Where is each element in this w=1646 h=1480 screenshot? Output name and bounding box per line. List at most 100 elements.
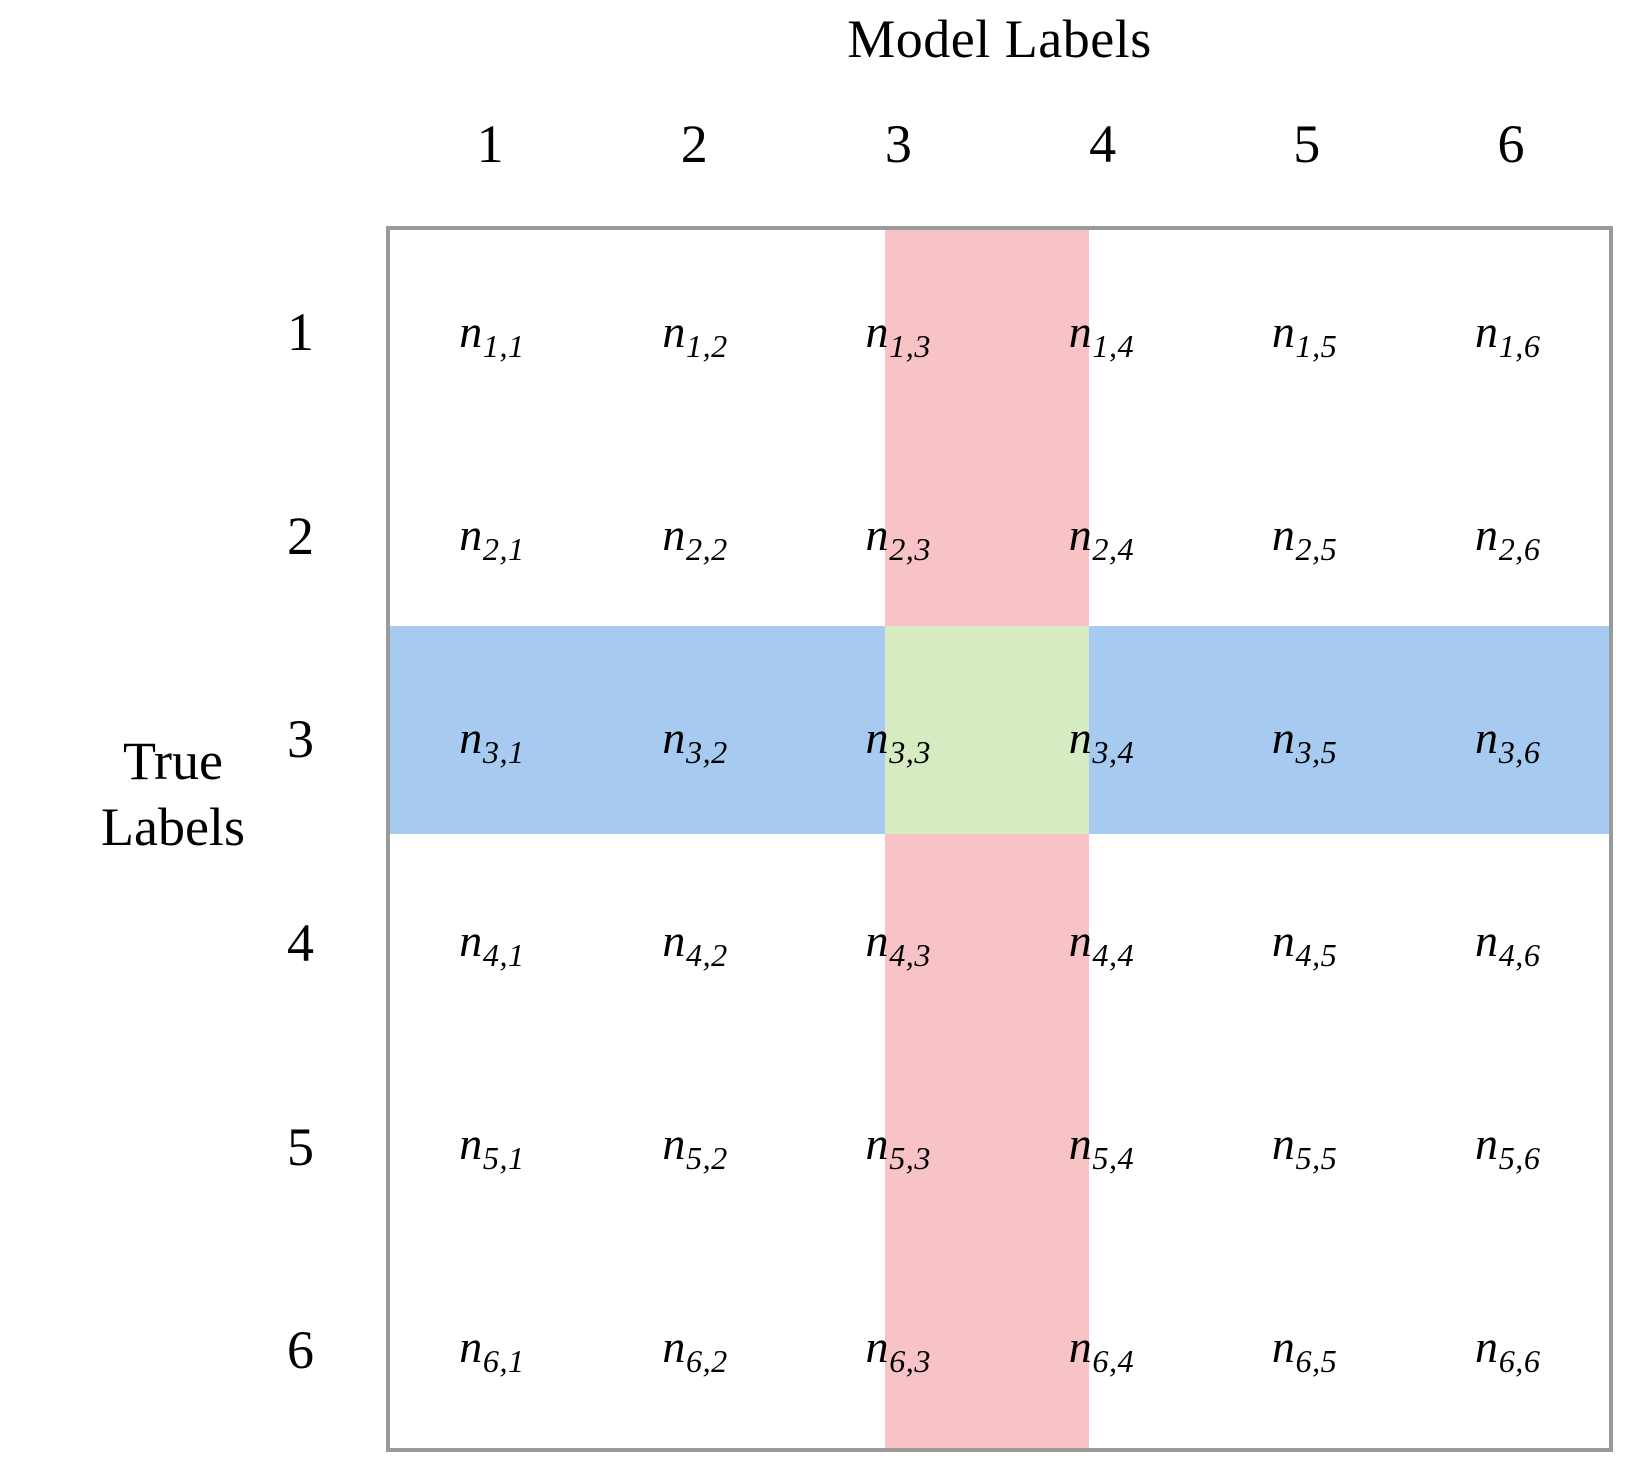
cell-symbol-subscript: 5,2 bbox=[686, 1140, 728, 1177]
matrix-cell-1-6: n1,6 bbox=[1406, 230, 1609, 433]
row-header-2: 2 bbox=[287, 505, 314, 566]
cell-symbol-subscript: 5,6 bbox=[1498, 1140, 1541, 1177]
matrix-cell-label: n4,5 bbox=[1271, 914, 1337, 971]
cell-symbol-subscript: 3,5 bbox=[1295, 734, 1338, 771]
matrix-cell-2-6: n2,6 bbox=[1406, 433, 1609, 636]
matrix-cell-1-4: n1,4 bbox=[1000, 230, 1203, 433]
cell-symbol-subscript: 5,1 bbox=[482, 1140, 525, 1177]
matrix-cell-3-1: n3,1 bbox=[390, 636, 593, 839]
cell-symbol-base: n bbox=[1475, 914, 1499, 966]
column-header-5: 5 bbox=[1293, 114, 1321, 174]
cell-symbol-base: n bbox=[662, 1117, 686, 1169]
matrix-cell-label: n5,2 bbox=[662, 1117, 727, 1174]
cell-symbol-subscript: 6,4 bbox=[1092, 1343, 1135, 1380]
cell-symbol-subscript: 5,4 bbox=[1092, 1140, 1135, 1177]
cell-symbol-subscript: 6,2 bbox=[686, 1343, 728, 1380]
cell-symbol-base: n bbox=[1271, 914, 1295, 966]
matrix-cell-3-4: n3,4 bbox=[1000, 636, 1203, 839]
cell-symbol-base: n bbox=[865, 711, 889, 763]
matrix-cell-label: n4,4 bbox=[1069, 917, 1134, 971]
cell-symbol-subscript: 2,5 bbox=[1295, 531, 1338, 568]
row-header-5: 5 bbox=[287, 1116, 314, 1177]
matrix-cell-2-1: n2,1 bbox=[390, 433, 593, 636]
cell-symbol-base: n bbox=[662, 711, 686, 763]
cell-symbol-base: n bbox=[1068, 508, 1092, 560]
matrix-cell-5-3: n5,3 bbox=[796, 1042, 999, 1245]
matrix-cell-label: n2,2 bbox=[662, 508, 727, 565]
cell-symbol-base: n bbox=[865, 1117, 889, 1169]
matrix-cell-5-2: n5,2 bbox=[593, 1042, 796, 1245]
cell-symbol-subscript: 2,1 bbox=[482, 531, 525, 568]
cell-symbol-base: n bbox=[662, 508, 686, 560]
cell-symbol-subscript: 2,6 bbox=[1498, 531, 1541, 568]
matrix-cell-label: n1,1 bbox=[459, 305, 524, 362]
cell-symbol-subscript: 6,6 bbox=[1498, 1343, 1541, 1380]
matrix-cell-4-3: n4,3 bbox=[796, 839, 999, 1042]
matrix-cell-1-3: n1,3 bbox=[796, 230, 999, 433]
cell-symbol-subscript: 2,2 bbox=[686, 531, 728, 568]
cell-symbol-subscript: 2,4 bbox=[1092, 531, 1135, 568]
cell-symbol-subscript: 1,5 bbox=[1295, 328, 1338, 365]
cell-symbol-subscript: 5,5 bbox=[1295, 1140, 1338, 1177]
cell-symbol-base: n bbox=[459, 711, 483, 763]
matrix-cell-label: n2,4 bbox=[1068, 508, 1134, 565]
cell-symbol-subscript: 4,6 bbox=[1498, 937, 1541, 974]
row-header-3: 3 bbox=[287, 709, 314, 770]
cell-symbol-subscript: 4,1 bbox=[482, 937, 525, 974]
row-header-1: 1 bbox=[287, 301, 314, 362]
matrix-cell-label: n4,1 bbox=[459, 917, 524, 971]
row-axis-title-line-1: True bbox=[122, 731, 224, 791]
cell-symbol-subscript: 1,3 bbox=[889, 328, 931, 365]
matrix-cell-label: n1,6 bbox=[1475, 305, 1540, 362]
matrix-cell-label: n2,5 bbox=[1271, 508, 1337, 565]
matrix-cell-label: n2,1 bbox=[459, 508, 524, 565]
matrix-cell-label: n1,3 bbox=[866, 308, 931, 362]
matrix-cell-3-6: n3,6 bbox=[1406, 636, 1609, 839]
row-axis-title-line-2: Labels bbox=[101, 797, 245, 857]
matrix-cell-5-6: n5,6 bbox=[1406, 1042, 1609, 1245]
column-header-2: 2 bbox=[680, 114, 708, 174]
cell-symbol-subscript: 2,3 bbox=[889, 531, 931, 568]
cell-symbol-base: n bbox=[459, 305, 483, 357]
cell-symbol-subscript: 3,1 bbox=[482, 734, 525, 771]
cell-symbol-base: n bbox=[1475, 1320, 1499, 1372]
cell-symbol-base: n bbox=[1271, 1117, 1295, 1169]
row-header-4: 4 bbox=[287, 912, 314, 973]
column-header-6: 6 bbox=[1497, 114, 1525, 174]
matrix-cell-label: n4,6 bbox=[1475, 914, 1540, 971]
matrix-cell-label: n3,1 bbox=[459, 711, 524, 768]
matrix-cell-label: n4,2 bbox=[662, 914, 727, 971]
cell-symbol-base: n bbox=[1475, 1117, 1499, 1169]
cell-symbol-base: n bbox=[459, 1117, 483, 1169]
cell-symbol-base: n bbox=[459, 508, 483, 560]
cell-symbol-base: n bbox=[1271, 1320, 1295, 1372]
cell-symbol-subscript: 3,2 bbox=[686, 734, 728, 771]
cell-symbol-subscript: 6,5 bbox=[1295, 1343, 1338, 1380]
matrix-cell-4-6: n4,6 bbox=[1406, 839, 1609, 1042]
matrix-cell-3-3: n3,3 bbox=[796, 636, 999, 839]
cell-symbol-subscript: 5,3 bbox=[889, 1140, 931, 1177]
matrix-cell-3-2: n3,2 bbox=[593, 636, 796, 839]
cell-symbol-subscript: 4,3 bbox=[889, 937, 931, 974]
cell-symbol-subscript: 3,3 bbox=[889, 734, 931, 771]
cell-symbol-base: n bbox=[662, 1320, 686, 1372]
matrix-cell-1-5: n1,5 bbox=[1203, 230, 1406, 433]
column-header-row: 1 2 3 4 5 6 bbox=[388, 108, 1613, 180]
cell-symbol-subscript: 3,4 bbox=[1092, 734, 1135, 771]
matrix-cell-6-6: n6,6 bbox=[1406, 1245, 1609, 1448]
matrix-cell-4-5: n4,5 bbox=[1203, 839, 1406, 1042]
matrix-cell-1-2: n1,2 bbox=[593, 230, 796, 433]
matrix-cell-label: n3,6 bbox=[1475, 714, 1540, 768]
matrix-cell-label: n5,3 bbox=[865, 1117, 931, 1174]
cell-symbol-base: n bbox=[1271, 508, 1295, 560]
cell-symbol-base: n bbox=[662, 914, 686, 966]
matrix-cell-2-2: n2,2 bbox=[593, 433, 796, 636]
cell-symbol-base: n bbox=[1068, 305, 1092, 357]
cell-symbol-base: n bbox=[1475, 305, 1499, 357]
matrix-cell-label: n3,3 bbox=[865, 711, 931, 768]
row-header-6: 6 bbox=[287, 1320, 314, 1381]
matrix-cell-6-2: n6,2 bbox=[593, 1245, 796, 1448]
column-header-4: 4 bbox=[1089, 114, 1117, 174]
cell-symbol-subscript: 4,2 bbox=[686, 937, 728, 974]
